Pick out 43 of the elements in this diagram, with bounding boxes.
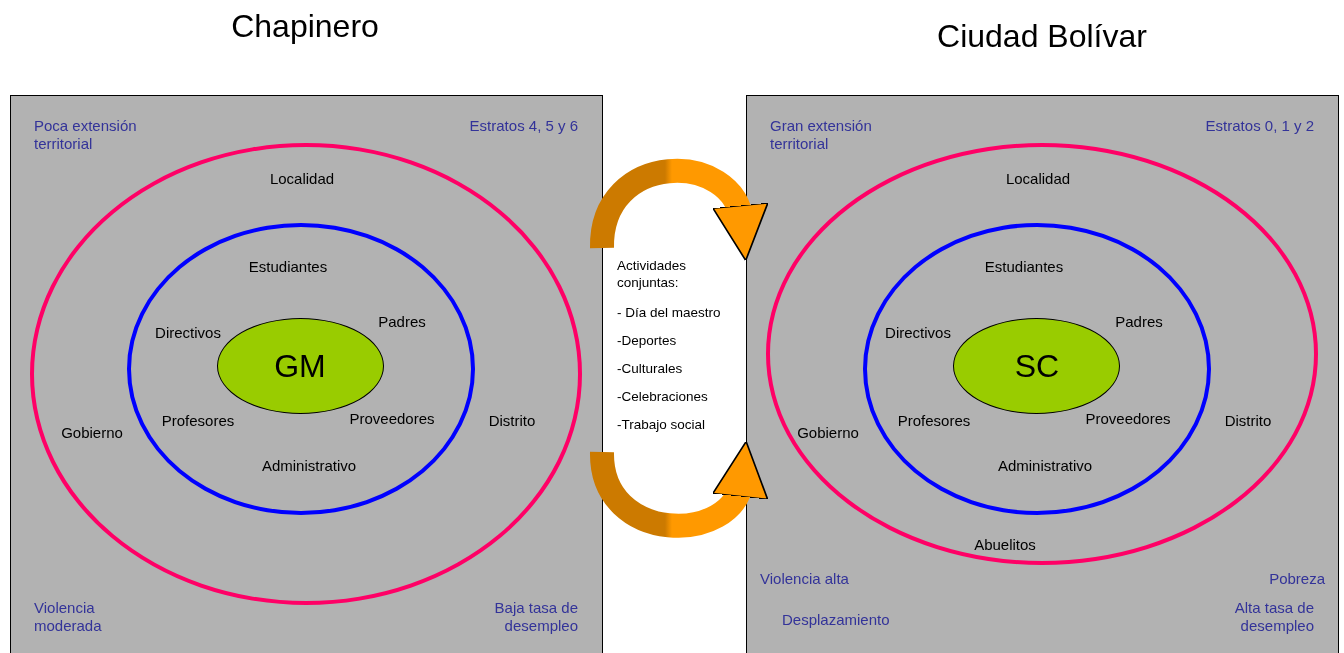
ring-label: Distrito xyxy=(487,412,537,430)
ring-label: Directivos xyxy=(884,324,952,342)
ring-label: Gobierno xyxy=(796,424,860,442)
panel-note: Violencia moderada xyxy=(34,599,103,635)
ring-label: Proveedores xyxy=(1084,410,1172,428)
activity-item: -Deportes xyxy=(617,332,678,349)
panel-note: Estratos 4, 5 y 6 xyxy=(468,117,578,135)
ring-label: Profesores xyxy=(896,412,972,430)
panel-title: Chapinero xyxy=(230,8,380,44)
activity-item: -Trabajo social xyxy=(617,416,707,433)
inner-ellipse xyxy=(127,223,475,515)
ring-label: Proveedores xyxy=(348,410,436,428)
core-label: SC xyxy=(1013,348,1061,384)
core-label: GM xyxy=(273,348,327,384)
activity-item: - Día del maestro xyxy=(617,304,722,321)
ring-label: Distrito xyxy=(1223,412,1273,430)
ring-label: Localidad xyxy=(1004,170,1072,188)
ring-label: Estudiantes xyxy=(247,258,329,276)
ring-label: Padres xyxy=(377,313,427,331)
ring-label: Estudiantes xyxy=(983,258,1065,276)
panel-note: Alta tasa de desempleo xyxy=(1233,599,1314,635)
ring-label: Abuelitos xyxy=(973,536,1037,554)
activity-item: -Celebraciones xyxy=(617,388,709,405)
ring-label: Localidad xyxy=(268,170,336,188)
ring-label: Administrativo xyxy=(996,457,1094,475)
activity-item: -Culturales xyxy=(617,360,684,377)
panel-note: Desplazamiento xyxy=(782,611,891,629)
panel-title: Ciudad Bolívar xyxy=(936,18,1148,54)
ring-label: Administrativo xyxy=(260,457,358,475)
curved-arrow xyxy=(590,442,765,538)
panel-note: Poca extensión territorial xyxy=(34,117,138,153)
panel-note: Pobreza xyxy=(1268,570,1325,588)
panel-note: Gran extensión territorial xyxy=(770,117,873,153)
ring-label: Profesores xyxy=(160,412,236,430)
ring-label: Padres xyxy=(1114,313,1164,331)
ring-label: Directivos xyxy=(154,324,222,342)
activities-heading: Actividades conjuntas: xyxy=(617,257,688,291)
panel-note: Baja tasa de desempleo xyxy=(493,599,578,635)
ring-label: Gobierno xyxy=(60,424,124,442)
panel-note: Violencia alta xyxy=(760,570,850,588)
curved-arrow xyxy=(590,159,766,261)
inner-ellipse xyxy=(863,223,1211,515)
panel-note: Estratos 0, 1 y 2 xyxy=(1204,117,1314,135)
